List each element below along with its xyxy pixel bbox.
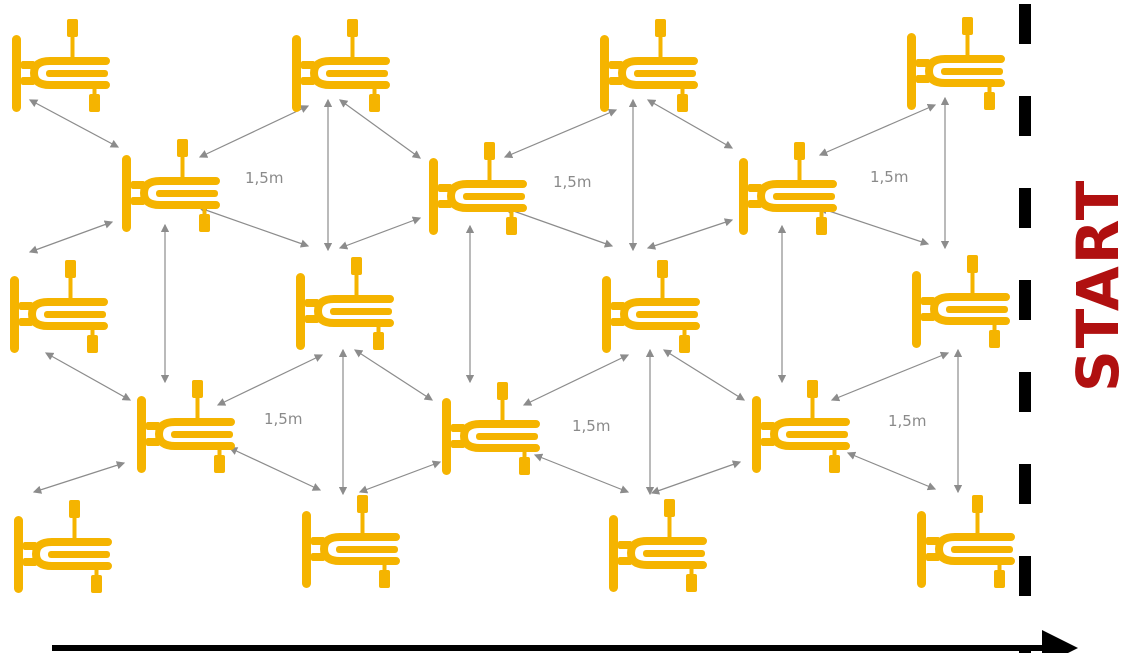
bicycle-top-view-icon xyxy=(122,139,218,232)
bicycle-top-view-icon xyxy=(429,142,525,235)
bicycle-top-view-icon xyxy=(609,499,705,592)
distance-arrow xyxy=(846,451,937,491)
distance-arrow xyxy=(198,206,310,248)
bicycle-top-view-icon xyxy=(302,495,398,588)
distance-label: 1,5m xyxy=(870,168,908,186)
distance-arrow xyxy=(646,99,734,149)
distance-label: 1,5m xyxy=(888,412,926,430)
distance-arrow xyxy=(646,218,734,250)
distance-arrow xyxy=(358,460,442,494)
distance-arrow xyxy=(522,354,630,406)
start-label-group: START xyxy=(1064,179,1129,392)
distance-arrow xyxy=(533,453,630,494)
bicycle-top-view-icon xyxy=(600,19,696,112)
bicycle-top-view-icon xyxy=(14,500,110,593)
distance-labels: 1,5m 1,5m 1,5m 1,5m 1,5m 1,5m xyxy=(245,168,926,435)
distance-arrow xyxy=(503,108,618,159)
bicycle-top-view-icon xyxy=(917,495,1013,588)
distance-arrow xyxy=(338,216,422,250)
distance-arrow xyxy=(198,105,310,158)
distance-arrow xyxy=(650,460,742,495)
distance-arrow xyxy=(28,220,114,254)
bicycle-top-view-icon xyxy=(12,19,108,112)
bicycle-top-view-icon xyxy=(912,255,1008,348)
distance-arrow xyxy=(662,349,746,401)
distance-arrow xyxy=(830,351,950,402)
distance-arrow xyxy=(339,99,421,159)
bicycle-top-view-icon xyxy=(602,260,698,353)
distance-arrow xyxy=(818,104,937,156)
distance-arrow xyxy=(44,352,132,401)
distance-label: 1,5m xyxy=(264,410,302,428)
bicycle-top-view-icon xyxy=(752,380,848,473)
distance-label: 1,5m xyxy=(572,417,610,435)
distance-arrow xyxy=(503,206,614,248)
bicycle-top-view-icon xyxy=(739,142,835,235)
bicycle-top-view-icon xyxy=(137,380,233,473)
start-label: START xyxy=(1064,179,1129,392)
bike-formation xyxy=(10,17,1013,593)
distance-arrow xyxy=(228,447,322,491)
distance-arrow xyxy=(32,461,126,494)
distance-arrows xyxy=(28,96,963,496)
distance-label: 1,5m xyxy=(245,169,283,187)
bicycle-top-view-icon xyxy=(907,17,1003,110)
distance-arrow xyxy=(216,354,324,406)
bicycle-top-view-icon xyxy=(10,260,106,353)
distance-arrow xyxy=(28,99,120,148)
distance-arrow xyxy=(818,206,930,246)
bicycle-top-view-icon xyxy=(296,257,392,350)
bicycle-top-view-icon xyxy=(442,382,538,475)
distance-arrow xyxy=(353,349,434,401)
bicycle-top-view-icon xyxy=(292,19,388,112)
distance-label: 1,5m xyxy=(553,173,591,191)
